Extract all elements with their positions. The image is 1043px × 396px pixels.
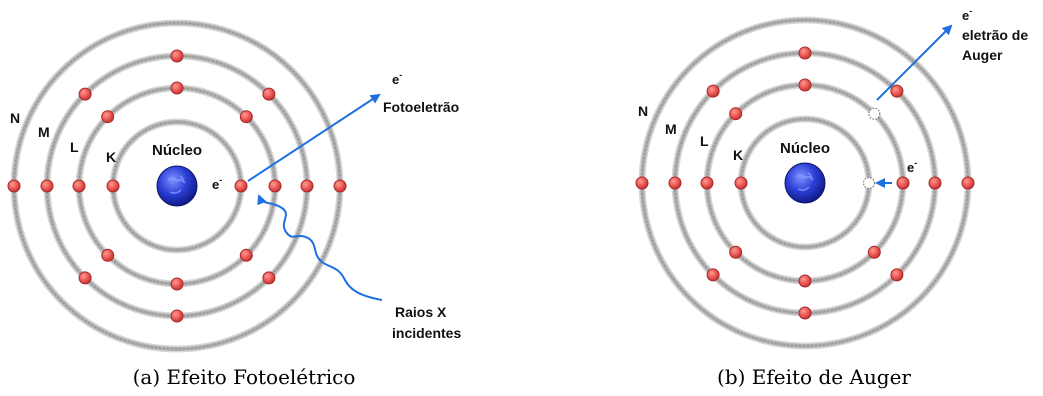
electron-m-b xyxy=(668,176,682,190)
electron-m-a xyxy=(170,49,184,63)
electron-m-a xyxy=(300,179,314,193)
electron-l-a xyxy=(72,179,86,193)
auger-label-line2: Auger xyxy=(962,47,1003,63)
electron-k-b xyxy=(734,176,748,190)
electron-m-b xyxy=(890,84,904,98)
nucleus-label-a: Núcleo xyxy=(152,142,202,159)
electron-m-a xyxy=(262,87,276,101)
vacancy-l-b xyxy=(868,107,881,120)
electron-m-b xyxy=(890,268,904,282)
electron-m-a xyxy=(170,309,184,323)
caption-b: (b) Efeito de Auger xyxy=(717,365,911,389)
electron-n-a xyxy=(7,179,21,193)
electron-m-a xyxy=(78,87,92,101)
electron-l-a xyxy=(101,110,115,124)
panel-photoelectric: Núcleo N M L K e- e- Fotoeletrão Raios X… xyxy=(7,19,461,389)
electron-l-a xyxy=(101,248,115,262)
shell-label-k-a: K xyxy=(106,149,116,165)
electron-l-a xyxy=(170,81,184,95)
shell-label-l-a: L xyxy=(70,139,79,155)
nucleus-label-b: Núcleo xyxy=(780,140,830,157)
electron-n-a xyxy=(333,179,347,193)
electron-m-b xyxy=(798,306,812,320)
electron-m-b xyxy=(798,46,812,60)
incident-xray-arrow xyxy=(257,194,383,301)
electron-m-b xyxy=(928,176,942,190)
electron-l-b xyxy=(896,176,910,190)
electron-m-a xyxy=(40,179,54,193)
electron-label-a: e- xyxy=(212,175,222,192)
incident-xray-line2: incidentes xyxy=(392,325,461,341)
electrons-a xyxy=(7,49,347,323)
electron-n-b xyxy=(961,176,975,190)
electron-l-a xyxy=(170,277,184,291)
electron-k-a xyxy=(106,179,120,193)
electron-l-a xyxy=(239,110,253,124)
shell-label-n-a: N xyxy=(10,110,20,126)
electron-label-b: e- xyxy=(907,158,917,175)
panel-auger: Núcleo N M L K e- e- eletrão de Auger (b… xyxy=(635,6,1028,389)
shell-label-n-b: N xyxy=(638,103,648,119)
electron-l-b xyxy=(867,245,881,259)
electron-l-b xyxy=(729,107,743,121)
electron-l-b xyxy=(729,245,743,259)
electron-l-a xyxy=(239,248,253,262)
electrons-b xyxy=(635,46,975,320)
electron-l-b xyxy=(798,78,812,92)
shell-label-m-a: M xyxy=(38,124,50,140)
shell-label-l-b: L xyxy=(700,133,709,149)
electron-k-a xyxy=(234,179,248,193)
electron-m-b xyxy=(706,84,720,98)
auger-electron-arrow xyxy=(876,24,953,101)
auger-label-line1: eletrão de xyxy=(962,27,1028,43)
electron-l-a xyxy=(268,179,282,193)
caption-a: (a) Efeito Fotoelétrico xyxy=(133,365,356,389)
electron-m-a xyxy=(262,271,276,285)
vacancy-k-b xyxy=(862,176,876,190)
electron-l-b xyxy=(700,176,714,190)
electron-n-b xyxy=(635,176,649,190)
incident-xray-line1: Raios X xyxy=(395,304,447,320)
electron-l-b xyxy=(798,274,812,288)
auger-symbol: e- xyxy=(962,6,972,23)
photoelectron-arrow xyxy=(247,93,381,182)
shell-label-m-b: M xyxy=(665,121,677,137)
shell-label-k-b: K xyxy=(733,147,743,163)
electron-m-b xyxy=(706,268,720,282)
electron-m-a xyxy=(78,271,92,285)
nucleus-b xyxy=(784,162,826,204)
photoelectron-symbol: e- xyxy=(392,70,402,87)
nucleus-a xyxy=(156,165,198,207)
photoelectron-label: Fotoeletrão xyxy=(383,99,459,115)
